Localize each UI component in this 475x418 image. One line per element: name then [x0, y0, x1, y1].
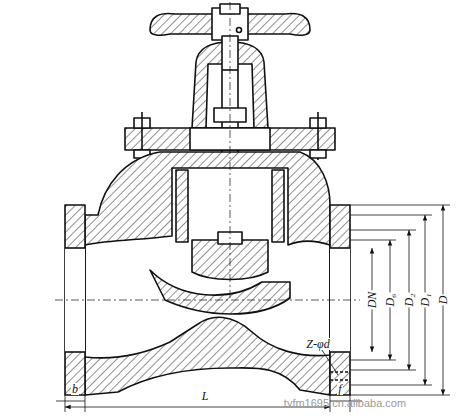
dimension-label: b: [71, 383, 79, 395]
dimension-label: L: [201, 390, 210, 402]
dimension-label: D₆: [384, 293, 396, 308]
hole-callout: Z-φd: [305, 338, 330, 350]
dimension-label: f: [337, 383, 342, 395]
dimension-label: DN: [366, 291, 378, 310]
dimension-label: D₂: [403, 293, 415, 308]
dimension-label: D₁: [419, 293, 431, 308]
dimension-label: D: [437, 295, 449, 306]
watermark: tvfm1695.cn.alibaba.com: [283, 398, 407, 409]
